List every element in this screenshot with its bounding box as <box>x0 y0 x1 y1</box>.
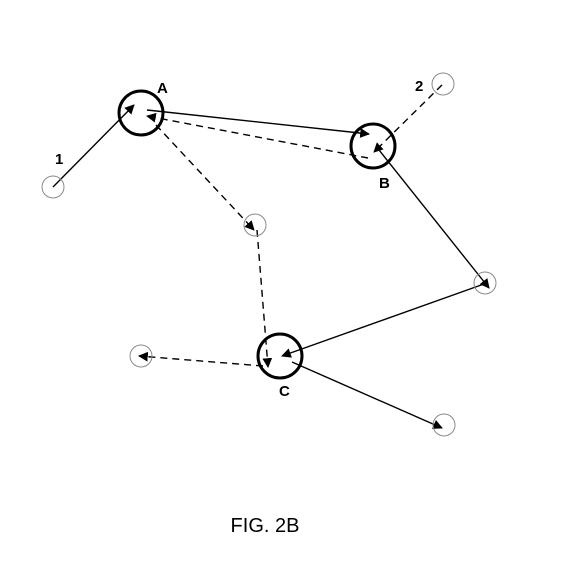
edge-c-to-left <box>138 351 264 367</box>
waypoint-start-2 <box>431 72 455 96</box>
waypoint-bottom-right <box>432 413 456 437</box>
edge-c-to-bottom <box>291 361 443 429</box>
waypoint-left <box>129 344 153 368</box>
route-2-label: 2 <box>415 78 423 95</box>
node-c-label: C <box>279 383 290 400</box>
edge-b-to-right <box>378 149 490 289</box>
edge-start1-to-a <box>52 104 135 188</box>
edge-right-to-c <box>281 283 485 358</box>
edge-b-to-a <box>146 112 369 159</box>
waypoint-right <box>473 271 497 295</box>
node-a-circle <box>117 89 165 137</box>
waypoint-middle <box>243 213 267 237</box>
edge-start2-to-b <box>373 84 443 153</box>
edge-mid-to-c <box>256 229 273 368</box>
node-c-circle <box>256 332 304 380</box>
figure-caption: FIG. 2B <box>230 515 300 537</box>
edge-a-to-mid <box>155 124 255 231</box>
waypoint-start-1 <box>41 175 65 199</box>
route-1-label: 1 <box>55 151 63 168</box>
edge-a-to-b <box>146 109 370 138</box>
node-a-label: A <box>157 80 168 97</box>
node-b-label: B <box>379 175 390 192</box>
node-b-circle <box>349 122 397 170</box>
